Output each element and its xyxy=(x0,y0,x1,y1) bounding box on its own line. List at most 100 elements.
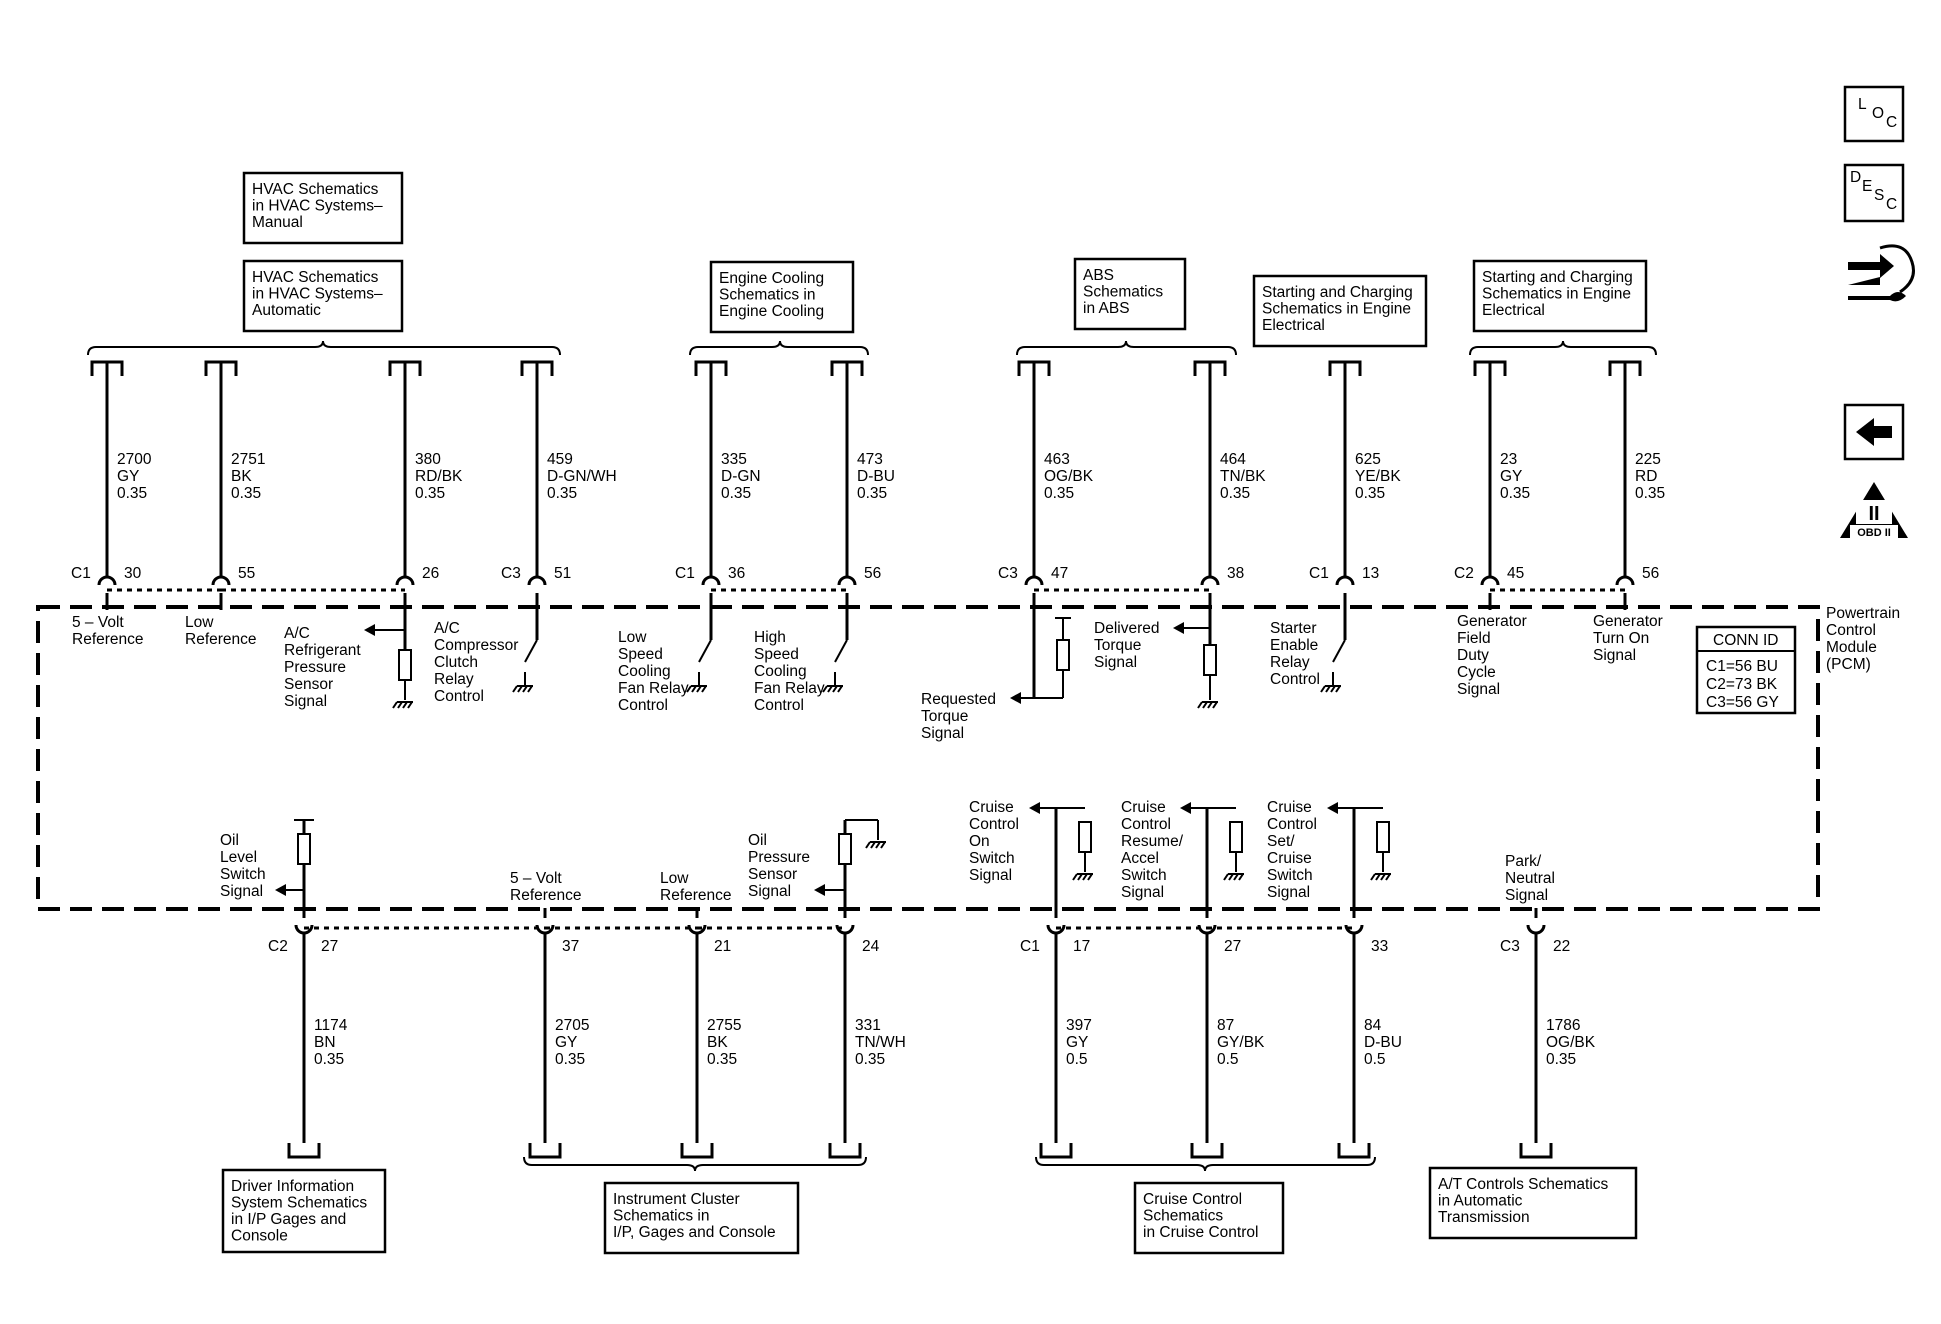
pin-number: 45 xyxy=(1507,565,1524,582)
wire-label-463-line: OG/BK xyxy=(1044,468,1094,485)
box-instrument-cluster-text-line: Instrument Cluster xyxy=(613,1191,740,1208)
signal-generator-turn-on-line: Signal xyxy=(1593,647,1636,664)
signal-ac-pressure-line: Pressure xyxy=(284,659,346,676)
resistor-icon xyxy=(398,649,412,681)
loc-icon: LOC xyxy=(1843,85,1905,143)
box-driver-information-frame xyxy=(221,1168,387,1254)
ground-hatch xyxy=(865,841,871,849)
ground-icon xyxy=(1320,685,1341,693)
box-at-controls-text-line: A/T Controls Schematics xyxy=(1438,1176,1609,1193)
ground-icon xyxy=(822,685,843,693)
back-arrow-icon[interactable] xyxy=(1843,403,1905,461)
box-hvac-manual-text-line: in HVAC Systems– xyxy=(252,198,383,215)
signal-requested-torque-line: Torque xyxy=(921,708,968,725)
ground-hatch xyxy=(1325,685,1331,693)
signal-oil-pressure-line: Pressure xyxy=(748,849,810,866)
connector-id: C3 xyxy=(1500,938,1520,955)
ground-icon xyxy=(392,701,413,709)
signal-low-ref-bottom-line: Reference xyxy=(660,887,732,904)
ground-hatch xyxy=(1207,701,1213,709)
ground-hatch xyxy=(837,685,843,693)
connector-id: C1 xyxy=(675,565,695,582)
wire-label-459-line: 0.35 xyxy=(547,485,577,502)
ground-hatch xyxy=(1228,873,1234,881)
wire-label-331-line: TN/WH xyxy=(855,1034,906,1051)
signal-cruise-resume-line: Cruise xyxy=(1121,799,1166,816)
desc-letter: D xyxy=(1850,169,1861,186)
signal-high-fan-line: Fan Relay xyxy=(754,680,825,697)
back-arrow-glyph[interactable] xyxy=(1856,418,1892,446)
ground-icon xyxy=(512,685,533,693)
box-starting-charging-2-text-line: Schematics in Engine xyxy=(1482,286,1631,303)
signal-5v-ref-bottom-line: Reference xyxy=(510,887,582,904)
ground-hatch xyxy=(512,685,518,693)
signal-delivered-torque-line: Delivered xyxy=(1094,620,1159,637)
box-hvac-automatic-text-line: in HVAC Systems– xyxy=(252,286,383,303)
ground-hatch xyxy=(822,685,828,693)
arrow-icon xyxy=(1010,692,1021,704)
box-hvac-manual-text-line: Manual xyxy=(252,214,303,231)
obd-mark: II xyxy=(1868,503,1879,525)
signal-starter-enable-line: Relay xyxy=(1270,654,1310,671)
signal-oil-level-line: Oil xyxy=(220,832,239,849)
pcm-label-line: Control xyxy=(1826,622,1876,639)
signal-cruise-resume-line: Signal xyxy=(1121,884,1164,901)
pin-number: 56 xyxy=(1642,565,1659,582)
wire-label-2755-line: 0.35 xyxy=(707,1051,737,1068)
pcm-pin xyxy=(527,575,547,586)
harness-brace xyxy=(1016,340,1237,356)
box-starting-charging-1-text-line: Schematics in Engine xyxy=(1262,301,1411,318)
wire-label-84-line: D-BU xyxy=(1364,1034,1402,1051)
wire-label-459-line: D-GN/WH xyxy=(547,468,617,485)
box-abs-text-line: Schematics xyxy=(1083,284,1163,301)
connector-id: C2 xyxy=(1454,565,1474,582)
signal-cruise-on-line: Control xyxy=(969,816,1019,833)
arrow-icon xyxy=(1327,802,1338,814)
signal-high-fan-line: Speed xyxy=(754,646,799,663)
signal-cruise-set-line: Signal xyxy=(1267,884,1310,901)
ground-hatch xyxy=(1320,685,1326,693)
box-at-controls-text-line: in Automatic xyxy=(1438,1193,1523,1210)
signal-cruise-on-line: Switch xyxy=(969,850,1015,867)
pcm-pin xyxy=(97,575,117,586)
pcm-pin xyxy=(1615,575,1635,586)
pcm-label-line: Module xyxy=(1826,639,1877,656)
desc-letter: S xyxy=(1874,187,1884,204)
switch-blade xyxy=(834,639,848,663)
pin-number: 37 xyxy=(562,938,579,955)
signal-cruise-set-line: Set/ xyxy=(1267,833,1295,850)
signal-generator-field-line: Signal xyxy=(1457,681,1500,698)
wire-label-84: 84D-BU0.5 xyxy=(1364,1017,1402,1068)
ground-icon xyxy=(865,841,886,849)
pcm-pin xyxy=(395,575,415,586)
pin-number: 38 xyxy=(1227,565,1244,582)
box-abs-text-line: ABS xyxy=(1083,267,1114,284)
wire-label-464-line: 0.35 xyxy=(1220,485,1250,502)
switch-icon xyxy=(512,639,538,693)
signal-5v-ref-line: 5 – Volt xyxy=(72,614,124,631)
signal-generator-turn-on-line: Generator xyxy=(1593,613,1663,630)
resistor-icon xyxy=(1056,639,1070,671)
resistor-icon xyxy=(1203,644,1217,676)
wire-label-473-line: D-BU xyxy=(857,468,895,485)
